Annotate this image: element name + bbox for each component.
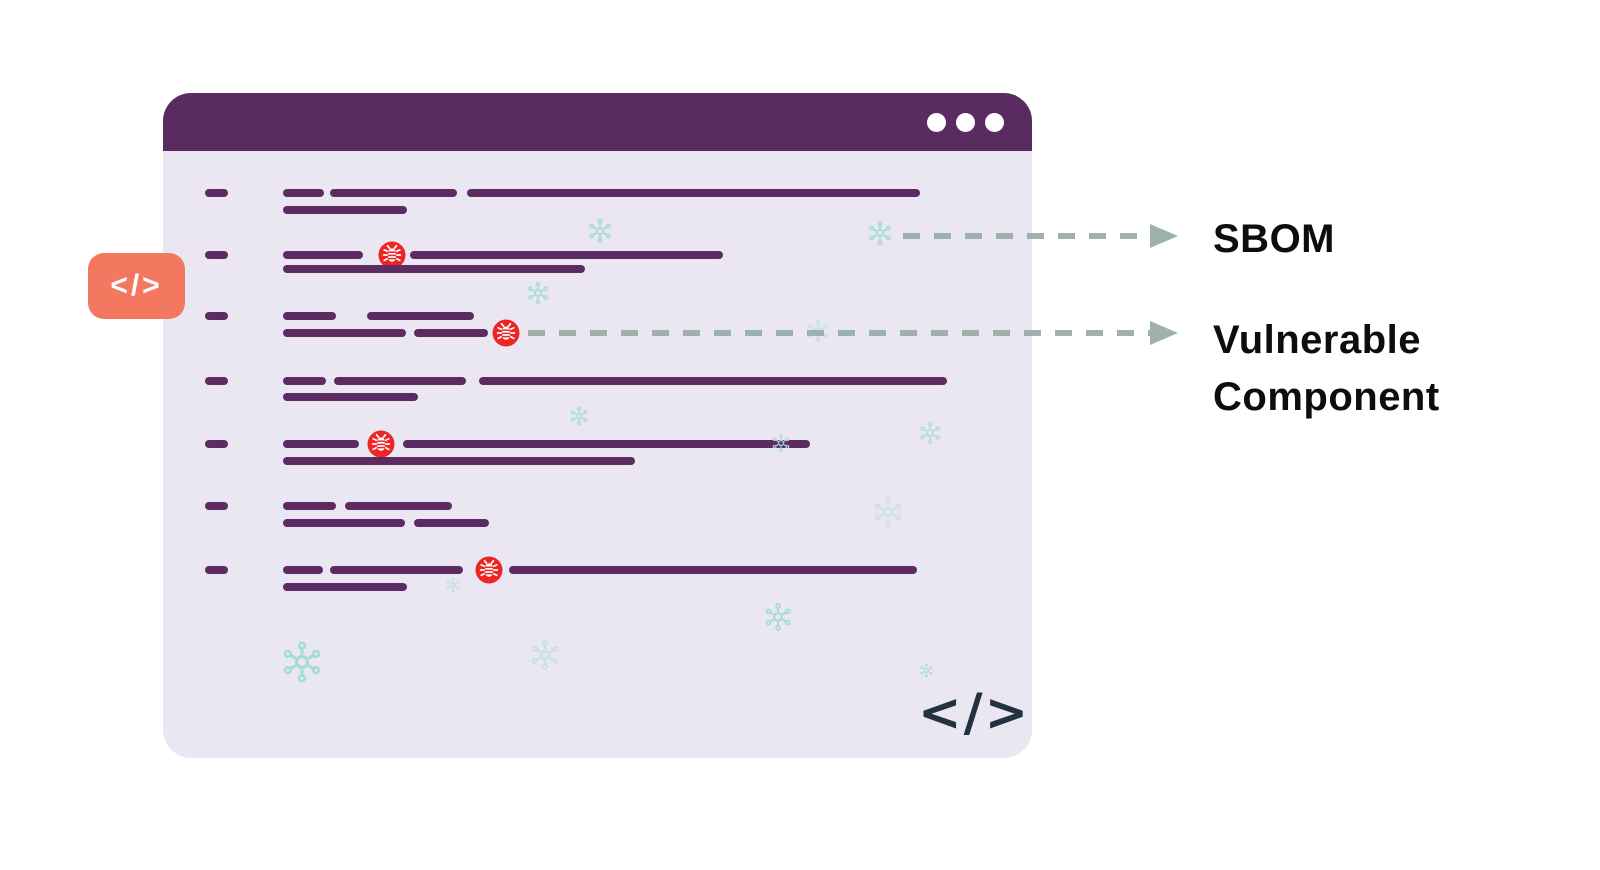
window-controls [927,93,1004,151]
code-icon: </> [918,683,1031,743]
arrow-head [1150,224,1178,248]
code-badge-glyph: </> [110,269,163,302]
browser-window [163,93,1032,758]
code-badge: </> [88,253,185,319]
window-control-dot [985,112,1004,132]
arrow-head [1150,321,1178,345]
label-vulnerable-line2: Component [1213,375,1440,419]
window-body [163,151,1032,758]
window-control-dot [927,112,946,132]
window-control-dot [956,112,975,132]
label-vulnerable-line1: Vulnerable [1213,318,1422,362]
window-titlebar [163,93,1032,151]
label-sbom: SBOM [1213,217,1335,261]
label-vulnerable-component: Vulnerable Component [1213,312,1440,426]
